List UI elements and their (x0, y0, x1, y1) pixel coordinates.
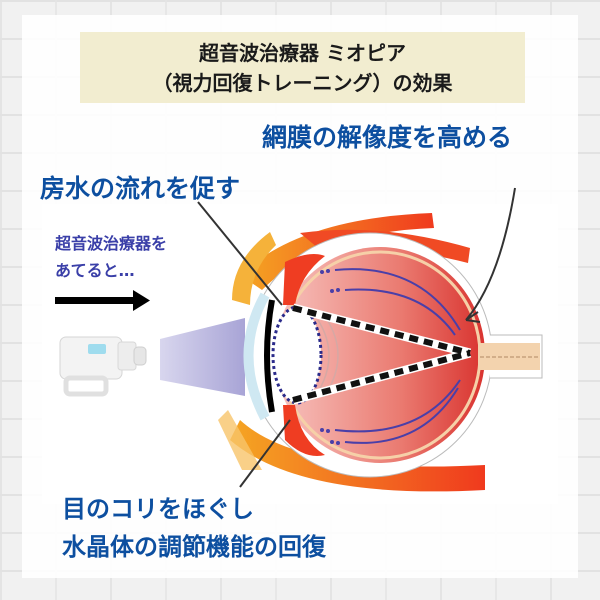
device-caption-line-1: 超音波治療器を (55, 234, 168, 253)
ultrasound-device-icon (59, 336, 147, 397)
pointer-lines (197, 187, 516, 488)
title-line-1: 超音波治療器 ミオピア (199, 40, 406, 65)
title-box: 超音波治療器 ミオピア （視力回復トレーニング）の効果 (80, 32, 525, 103)
device-caption: 超音波治療器を あてると… (55, 230, 167, 284)
ciliary-label-line-1: 目のコリをほぐし (62, 495, 254, 523)
ciliary-label-line-2: 水晶体の調節機能の回復 (62, 533, 326, 561)
crystalline-lens (271, 305, 323, 405)
ciliary-body-bottom (283, 405, 325, 456)
ultrasound-beam (160, 318, 245, 396)
retina-label: 網膜の解像度を高める (262, 123, 513, 152)
title-line-2: （視力回復トレーニング）の効果 (152, 70, 453, 95)
light-rays (291, 303, 472, 405)
aqueous-humor-label: 房水の流れを促す (40, 174, 241, 203)
optic-nerve (478, 334, 543, 379)
device-caption-line-2: あてると… (55, 261, 135, 280)
cornea (243, 292, 270, 421)
ciliary-body-top (283, 254, 325, 305)
retinal-fibers (334, 268, 461, 444)
right-arrow-icon (55, 290, 150, 311)
ciliary-muscle-label: 目のコリをほぐし 水晶体の調節機能の回復 (62, 490, 326, 566)
